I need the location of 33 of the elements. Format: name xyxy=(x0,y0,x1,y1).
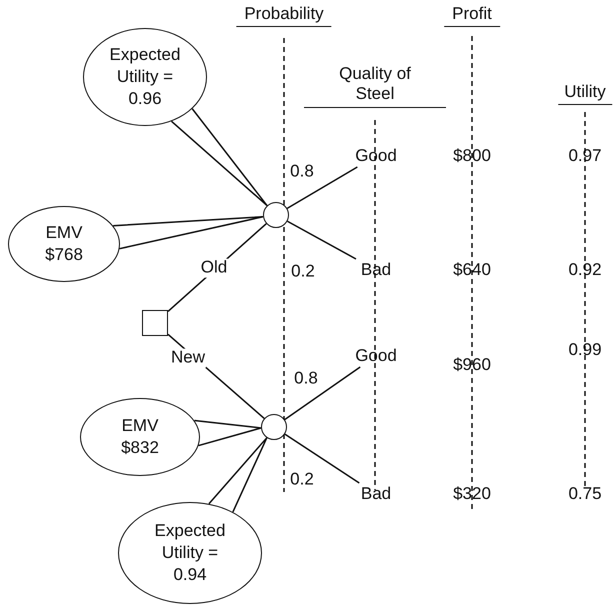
callout-text: EMV $832 xyxy=(120,414,160,459)
value-text: 0.97 xyxy=(568,146,602,166)
callout-text: Expected Utility = 0.94 xyxy=(154,520,226,586)
value-text: $800 xyxy=(453,146,491,166)
branch-line xyxy=(286,166,358,210)
chance-circle xyxy=(263,202,289,228)
column-header: Utility xyxy=(558,82,612,106)
value-text: 0.75 xyxy=(568,484,602,504)
outcome-text: Good xyxy=(348,145,404,167)
callout-tail xyxy=(208,437,268,513)
branch-line xyxy=(284,366,361,420)
callout-tail xyxy=(113,216,264,250)
callout-tail xyxy=(170,108,268,206)
edge-label: Old xyxy=(200,258,228,278)
value-text: $640 xyxy=(453,260,491,280)
decision-square xyxy=(142,310,168,336)
branch-line xyxy=(284,434,360,484)
value-text: $320 xyxy=(453,484,491,504)
column-header: Profit xyxy=(444,4,500,28)
outcome-text: Bad xyxy=(352,259,400,281)
value-text: 0.99 xyxy=(568,340,602,360)
value-text: 0.92 xyxy=(568,260,602,280)
callout-tail xyxy=(194,420,262,446)
callout-text: Expected Utility = 0.96 xyxy=(108,44,182,110)
chance-circle xyxy=(261,414,287,440)
value-text: $960 xyxy=(453,355,491,376)
column-header: Quality of Steel xyxy=(304,64,446,108)
outcome-text: Good xyxy=(348,345,404,367)
branch-line xyxy=(287,220,356,260)
edge-label: New xyxy=(170,348,206,368)
outcome-text: Bad xyxy=(352,483,400,505)
column-header: Probability xyxy=(236,4,332,28)
callout-text: EMV $768 xyxy=(44,222,84,266)
